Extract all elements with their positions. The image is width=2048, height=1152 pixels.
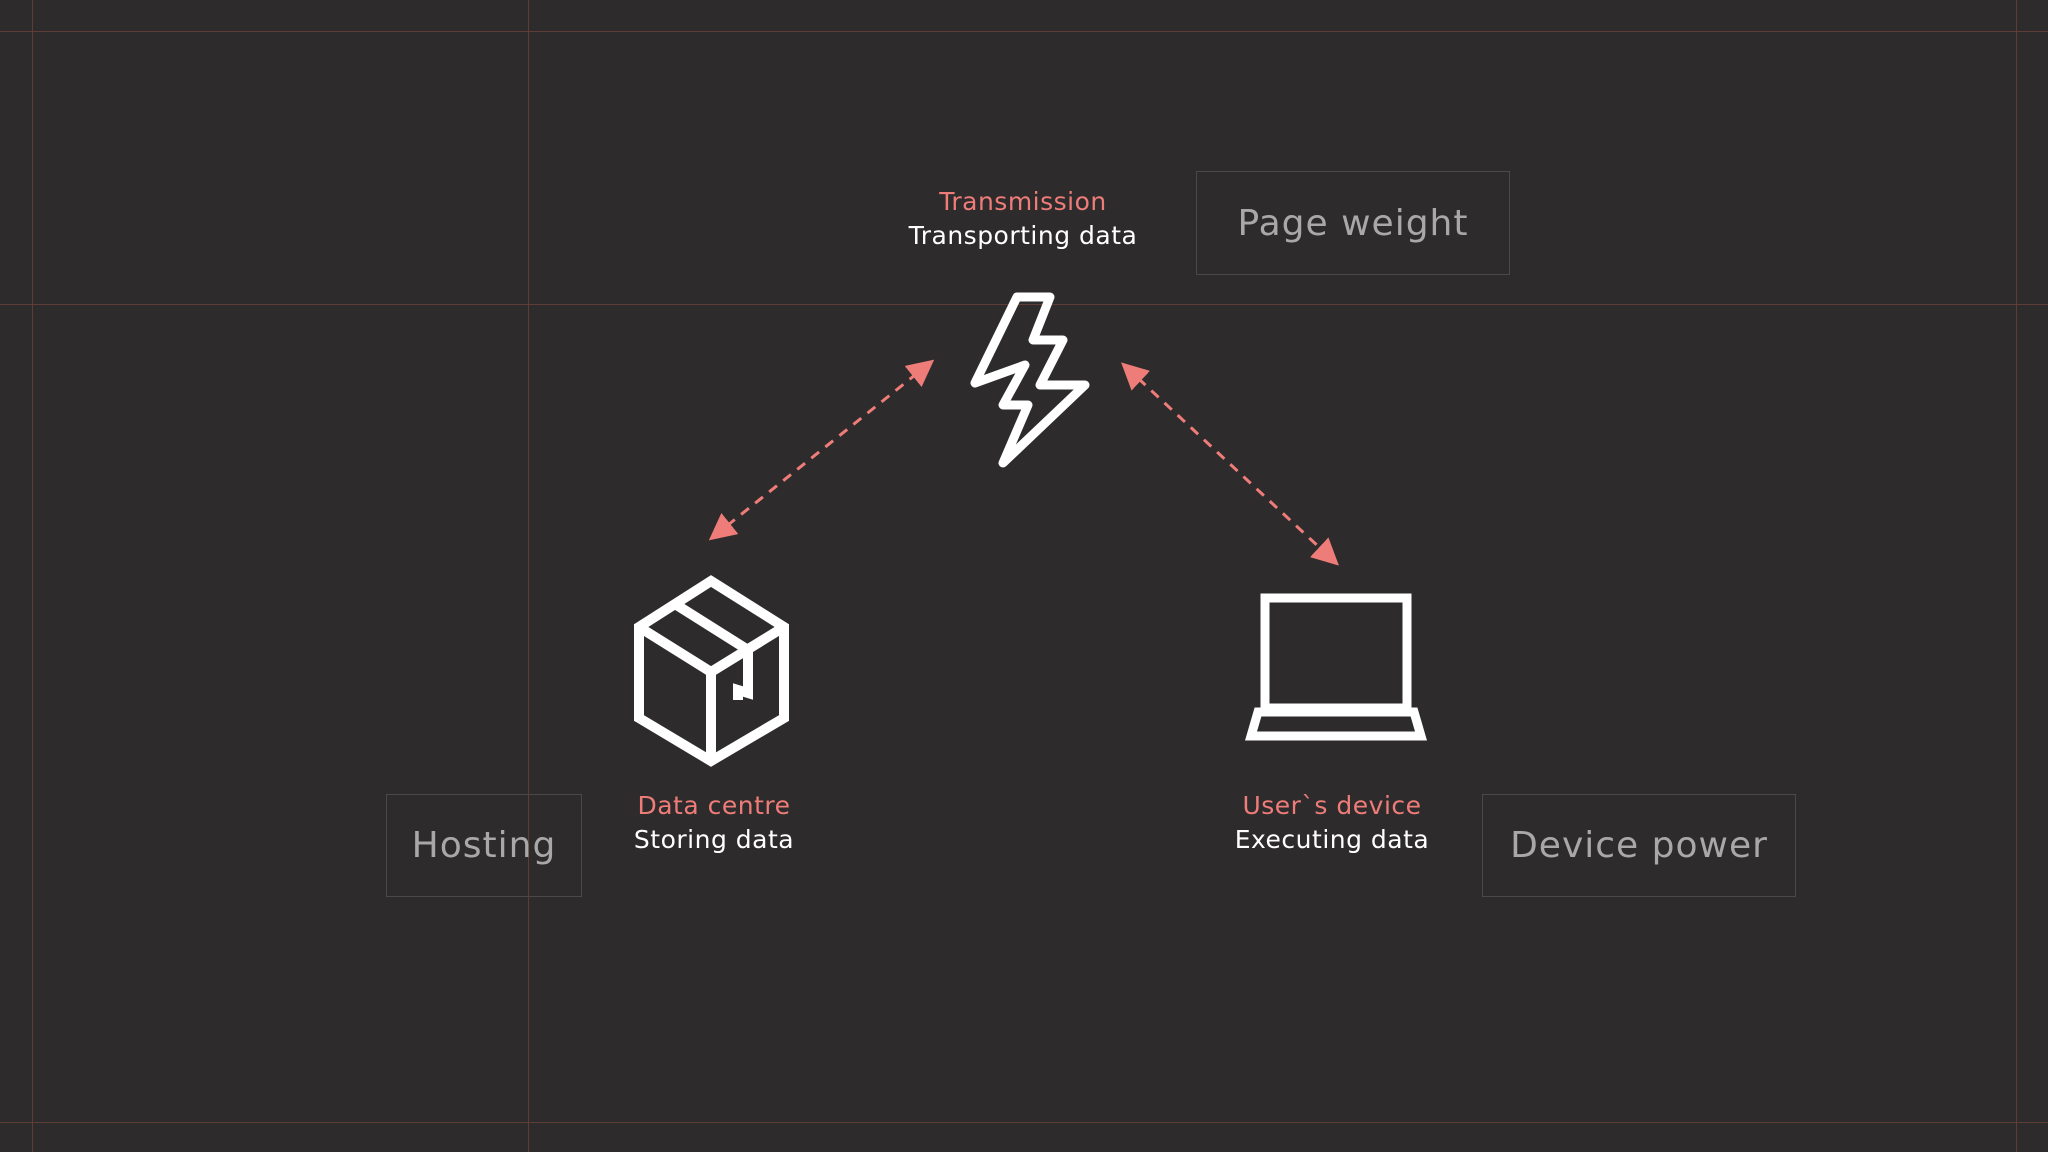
box-icon [634,575,789,767]
arrow-transmission-users-device [1121,362,1339,566]
guide-line-left [32,0,33,1152]
page-weight-box: Page weight [1196,171,1510,275]
users-device-label: User`s device Executing data [1152,789,1512,857]
guide-line-middle [0,304,2048,305]
laptop-icon [1245,593,1427,741]
guide-line-inner-left [528,0,529,1152]
device-power-box: Device power [1482,794,1796,897]
lightning-bolt-icon [970,292,1090,468]
data-centre-title: Data centre [637,791,791,820]
guide-line-bottom [0,1122,2048,1123]
guide-line-top [0,31,2048,32]
transmission-label: Transmission Transporting data [843,185,1203,253]
data-centre-subtitle: Storing data [633,825,795,854]
hosting-box: Hosting [386,794,582,897]
users-device-title: User`s device [1242,791,1422,820]
transmission-title: Transmission [939,187,1107,216]
guide-line-right [2016,0,2017,1152]
data-centre-label: Data centre Storing data [534,789,894,857]
users-device-subtitle: Executing data [1234,825,1430,854]
transmission-subtitle: Transporting data [908,221,1138,250]
arrow-data-centre-transmission [708,359,935,541]
